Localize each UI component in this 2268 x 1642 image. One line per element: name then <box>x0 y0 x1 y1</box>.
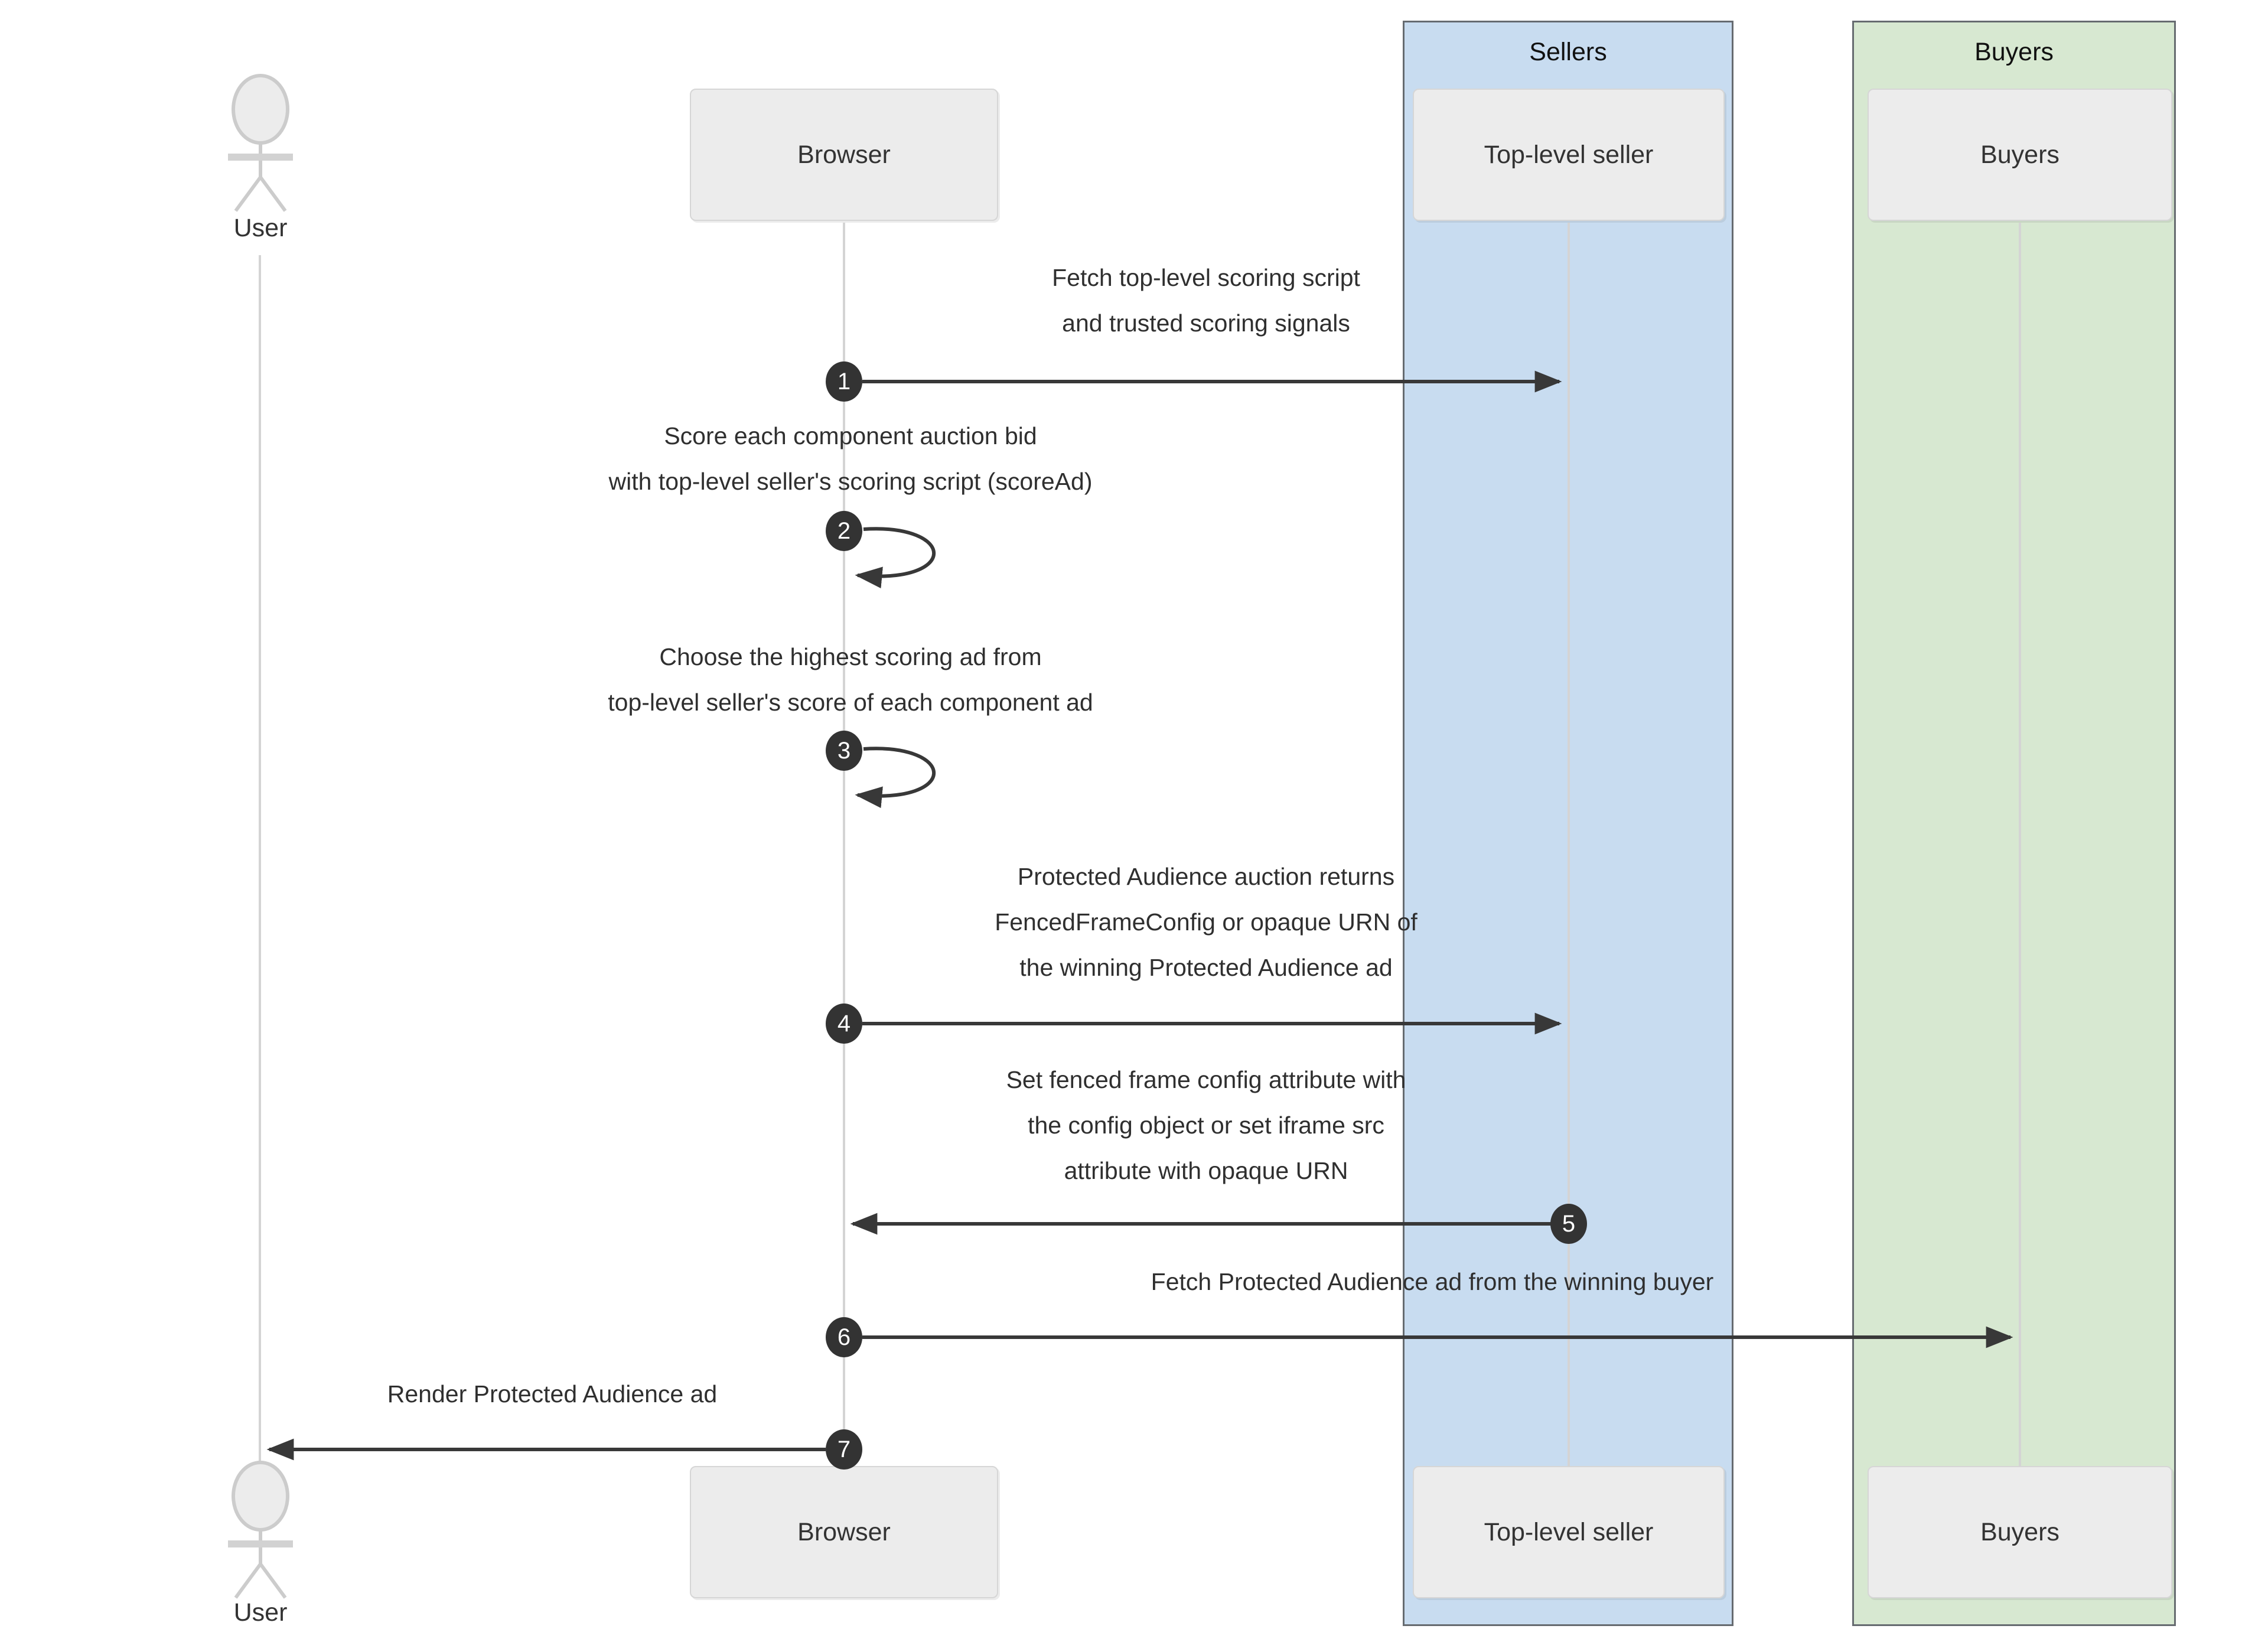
message-5-text: Set fenced frame config attribute with t… <box>1006 1057 1406 1194</box>
message-line: Fetch Protected Audience ad from the win… <box>1151 1268 1714 1295</box>
message-line: Score each component auction bid <box>664 422 1037 449</box>
step-badge-5: 5 <box>1550 1204 1587 1244</box>
sellers-group-title: Sellers <box>1529 38 1607 66</box>
lifeline-buyers <box>2019 223 2021 1466</box>
buyers-group-title: Buyers <box>1974 38 2054 66</box>
message-line: Fetch top-level scoring script <box>1052 264 1360 291</box>
message-3-text: Choose the highest scoring ad from top-l… <box>608 634 1093 725</box>
participant-top-level-seller-bottom: Top-level seller <box>1413 1466 1725 1598</box>
participant-buyers-label: Buyers <box>1980 140 2060 169</box>
participant-top-level-seller-label: Top-level seller <box>1484 1517 1654 1546</box>
message-4-text: Protected Audience auction returns Fence… <box>995 854 1418 991</box>
step-badge-1: 1 <box>826 361 862 402</box>
participant-browser-label: Browser <box>797 1517 891 1546</box>
user-actor-figure-bottom <box>228 1461 293 1599</box>
message-2-text: Score each component auction bid with to… <box>609 413 1093 504</box>
step-badge-4: 4 <box>826 1004 862 1044</box>
message-line: Render Protected Audience ad <box>387 1380 718 1408</box>
participant-browser-bottom: Browser <box>690 1466 998 1598</box>
user-label-top: User <box>233 214 288 242</box>
message-line: FencedFrameConfig or opaque URN of <box>995 908 1418 936</box>
participant-browser-label: Browser <box>797 140 891 169</box>
participant-buyers-label: Buyers <box>1980 1517 2060 1546</box>
message-7-text: Render Protected Audience ad <box>387 1371 717 1417</box>
step-badge-6: 6 <box>826 1317 862 1357</box>
actor-arms <box>228 1540 293 1547</box>
message-line: top-level seller's score of each compone… <box>608 689 1093 716</box>
step-badge-3: 3 <box>826 731 862 771</box>
lifeline-browser <box>843 223 845 1466</box>
step-badge-2: 2 <box>826 511 862 551</box>
buyers-group-band: Buyers <box>1852 21 2176 1626</box>
message-line: the winning Protected Audience ad <box>1019 954 1393 981</box>
actor-arms <box>228 154 293 161</box>
message-line: the config object or set iframe src <box>1028 1112 1384 1139</box>
participant-buyers-bottom: Buyers <box>1868 1466 2172 1598</box>
participant-buyers-top: Buyers <box>1868 89 2172 221</box>
step-badge-7: 7 <box>826 1429 862 1470</box>
message-6-text: Fetch Protected Audience ad from the win… <box>1151 1259 1714 1305</box>
message-line: attribute with opaque URN <box>1064 1157 1348 1184</box>
lifeline-user <box>259 255 261 1461</box>
arrow-2-self-loop <box>855 527 936 589</box>
message-line: and trusted scoring signals <box>1062 309 1350 337</box>
lifeline-top-level-seller <box>1568 223 1570 1466</box>
participant-top-level-seller-top: Top-level seller <box>1413 89 1725 221</box>
message-line: Choose the highest scoring ad from <box>659 643 1042 670</box>
message-1-text: Fetch top-level scoring script and trust… <box>1052 255 1360 346</box>
user-actor-figure-top <box>228 74 293 212</box>
participant-browser-top: Browser <box>690 89 998 221</box>
message-line: with top-level seller's scoring script (… <box>608 468 1093 495</box>
arrow-3-self-loop <box>855 747 936 809</box>
message-line: Set fenced frame config attribute with <box>1006 1066 1406 1093</box>
participant-top-level-seller-label: Top-level seller <box>1484 140 1654 169</box>
actor-legs <box>234 1563 287 1599</box>
message-line: Protected Audience auction returns <box>1017 863 1395 890</box>
user-label-bottom: User <box>233 1598 288 1627</box>
actor-legs <box>234 176 287 212</box>
